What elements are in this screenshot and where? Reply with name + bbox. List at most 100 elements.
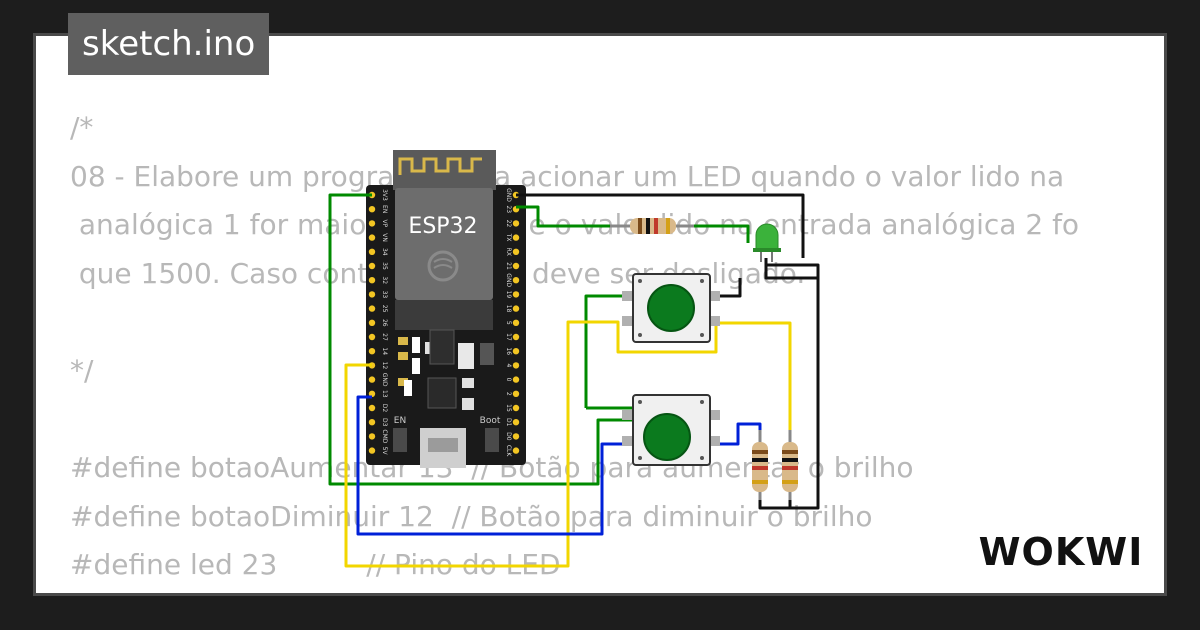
pin-pad[interactable]	[512, 234, 520, 241]
pin-pad[interactable]	[512, 248, 520, 255]
pin-pad[interactable]	[368, 277, 376, 284]
pin-label: 12	[381, 362, 388, 370]
pulldown-resistor-2[interactable]	[782, 430, 798, 500]
pin-label: D0	[505, 432, 512, 441]
wire-gnd-led[interactable]	[764, 258, 818, 280]
wire-gnd[interactable]	[516, 193, 805, 258]
pulldown-resistor-1[interactable]	[752, 430, 768, 500]
pin-label: 32	[381, 276, 388, 284]
pin-pad[interactable]	[512, 433, 520, 440]
pin-label: 14	[381, 347, 388, 355]
pin-pad[interactable]	[368, 206, 376, 213]
pin-pad[interactable]	[368, 319, 376, 326]
pin-label: D3	[381, 418, 388, 427]
pin-pad[interactable]	[512, 220, 520, 227]
pin-pad[interactable]	[512, 291, 520, 298]
pin-pad[interactable]	[368, 248, 376, 255]
code-line: #define botaoDiminuir 12 // Botão para d…	[70, 499, 873, 533]
pin-pad[interactable]	[512, 319, 520, 326]
wire-btn-gnd[interactable]	[716, 278, 742, 298]
espressif-logo-icon	[427, 250, 459, 282]
pin-pad[interactable]	[368, 433, 376, 440]
pin-pad[interactable]	[512, 419, 520, 426]
en-button[interactable]	[393, 428, 407, 452]
pin-label: 4	[505, 363, 512, 367]
wire-resistor-led[interactable]	[688, 224, 750, 243]
green-led[interactable]	[753, 223, 781, 262]
code-line: */	[70, 353, 94, 387]
pin-pad[interactable]	[368, 404, 376, 412]
pin-label: 19	[505, 291, 512, 299]
pin-label: CLK	[505, 445, 512, 458]
pin-pad[interactable]	[368, 419, 376, 426]
esp32-board[interactable]: ESP32 EN Boot 3V3ENVPVN34353233252627141…	[366, 150, 526, 468]
wire-3v3[interactable]	[328, 193, 634, 486]
pin-label: 27	[381, 333, 388, 341]
pin-label: 23	[505, 205, 512, 213]
wire-button-diminuir[interactable]	[356, 395, 634, 536]
wokwi-logo[interactable]: WOKWI	[976, 528, 1146, 574]
pin-pad[interactable]	[512, 262, 520, 270]
pin-label: 5	[505, 321, 512, 325]
board-label: ESP32	[408, 214, 477, 239]
pin-pad[interactable]	[512, 447, 520, 454]
pin-pad[interactable]	[368, 262, 376, 270]
pin-label: VP	[381, 220, 388, 228]
led-resistor[interactable]	[610, 218, 694, 234]
pin-label: 34	[381, 248, 388, 256]
wire-blue-resistor[interactable]	[716, 422, 762, 446]
pin-label: GND	[381, 373, 388, 387]
pin-label: 22	[505, 220, 512, 228]
pin-pad[interactable]	[368, 376, 376, 383]
pin-label: TX	[505, 233, 512, 242]
pin-pad[interactable]	[512, 404, 520, 412]
pin-label: GND	[505, 188, 512, 202]
file-title-tab[interactable]: sketch.ino	[68, 13, 270, 75]
pin-label: 21	[505, 262, 512, 270]
pin-label: VN	[381, 233, 388, 242]
pin-pad[interactable]	[368, 234, 376, 241]
boot-button[interactable]	[485, 428, 499, 452]
pin-label: 0	[505, 378, 512, 382]
wire-button-aumentar[interactable]	[344, 320, 792, 568]
pin-pad[interactable]	[512, 305, 520, 312]
rf-shield	[395, 188, 493, 300]
wire-button-top-power[interactable]	[584, 294, 634, 408]
pin-pad[interactable]	[512, 333, 520, 341]
pin-label: 2	[505, 392, 512, 396]
pin-label: EN	[381, 205, 388, 213]
pin-label: 33	[381, 291, 388, 299]
pin-label: 15	[505, 404, 512, 412]
pin-pad[interactable]	[368, 333, 376, 341]
pin-label: 13	[381, 390, 388, 398]
pin-pad[interactable]	[512, 277, 520, 284]
pin-pad[interactable]	[368, 348, 376, 355]
pin-pad[interactable]	[512, 362, 520, 369]
pin-label: CMD	[381, 429, 388, 443]
antenna-trace	[398, 157, 482, 175]
wire-led-signal[interactable]	[516, 205, 616, 228]
boot-label: Boot	[480, 416, 501, 426]
pin-label: RX	[505, 248, 512, 256]
pin-label: D1	[505, 418, 512, 427]
pin-pad[interactable]	[512, 348, 520, 355]
pin-label: 35	[381, 262, 388, 270]
pin-label: 16	[505, 347, 512, 355]
pin-label: 26	[381, 319, 388, 327]
pin-pad[interactable]	[368, 305, 376, 312]
pin-label: 17	[505, 333, 512, 341]
pin-pad[interactable]	[368, 390, 376, 397]
pin-pad[interactable]	[368, 220, 376, 227]
pin-pad[interactable]	[368, 291, 376, 298]
en-label: EN	[394, 416, 406, 426]
pin-label: 3V3	[381, 189, 388, 201]
pin-pad[interactable]	[368, 447, 376, 454]
pin-pad[interactable]	[512, 376, 520, 383]
pin-pad[interactable]	[512, 390, 520, 397]
button-bottom[interactable]	[622, 394, 720, 466]
button-top[interactable]	[622, 273, 720, 343]
pin-label: 18	[505, 305, 512, 313]
pin-label: 25	[381, 305, 388, 313]
